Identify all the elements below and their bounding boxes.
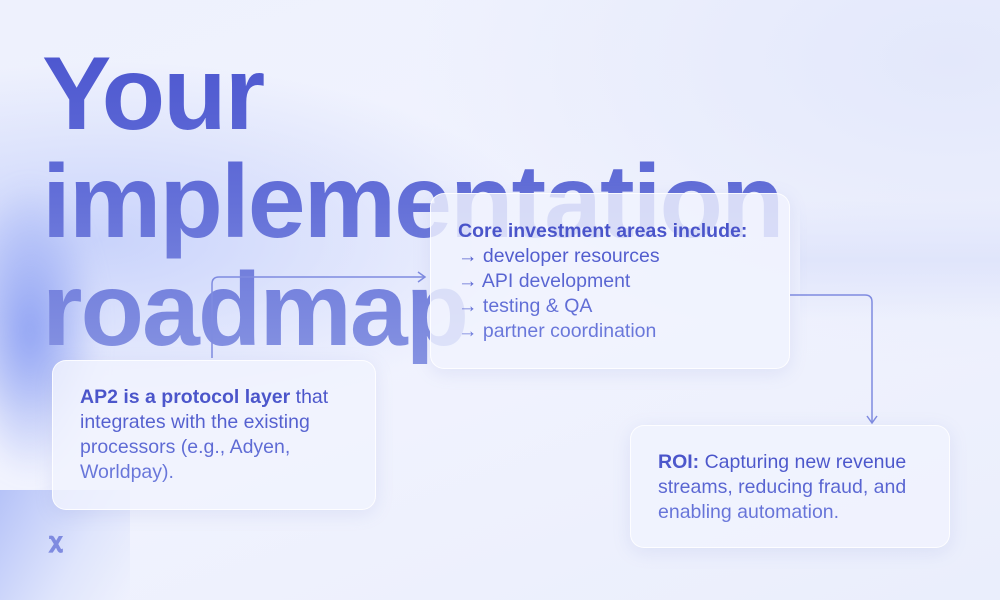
investment-text: Core investment areas include: → develop…	[458, 219, 778, 344]
investment-item: → partner coordination	[458, 320, 657, 342]
brand-logo: 𝛘	[49, 528, 63, 553]
roi-card: ROI: Capturing new revenue streams, redu…	[630, 425, 950, 548]
protocol-bold: AP2 is a protocol layer	[80, 386, 291, 408]
roi-bold: ROI:	[658, 451, 700, 473]
protocol-card: AP2 is a protocol layer that integrates …	[52, 360, 376, 510]
connector-investment-to-roi	[790, 294, 873, 422]
connector-protocol-to-investment	[211, 276, 424, 358]
arrowhead-roi	[866, 415, 878, 425]
arrowhead-investment	[417, 271, 427, 283]
investment-heading: Core investment areas include:	[458, 220, 748, 242]
protocol-text: AP2 is a protocol layer that integrates …	[80, 385, 365, 485]
investment-item: → API development	[458, 270, 631, 292]
investment-item: → testing & QA	[458, 295, 593, 317]
investment-item: → developer resources	[458, 245, 660, 267]
investment-card: Core investment areas include: → develop…	[430, 193, 790, 369]
roi-text: ROI: Capturing new revenue streams, redu…	[658, 450, 938, 525]
